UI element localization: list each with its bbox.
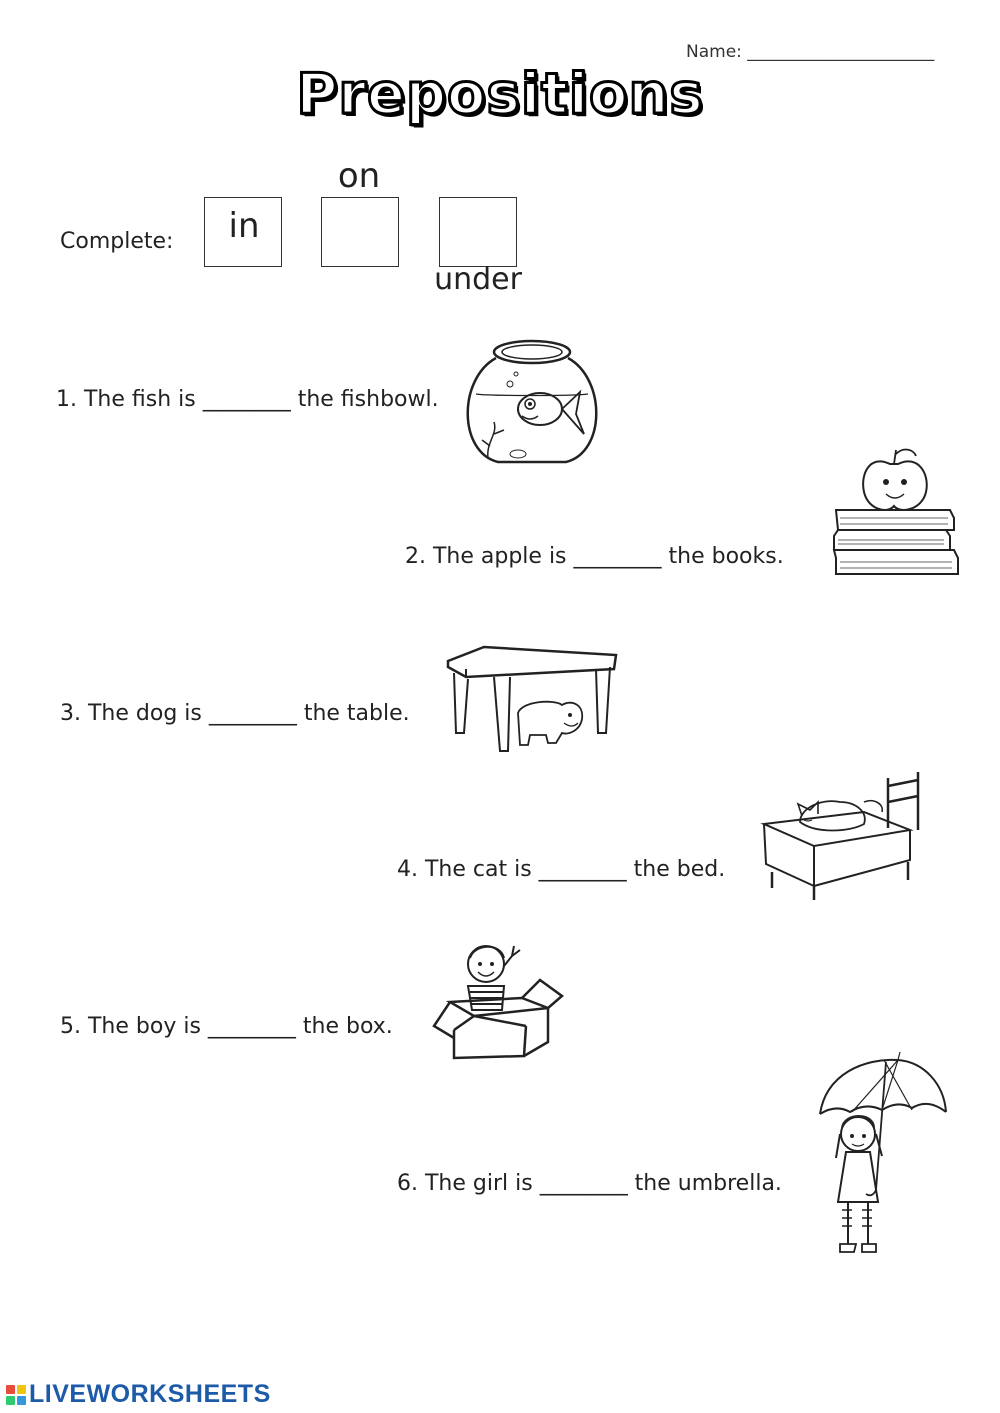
logo-tile xyxy=(6,1384,15,1394)
dog-under-table-icon xyxy=(446,645,618,752)
word-box-on[interactable] xyxy=(321,197,399,267)
logo-tile xyxy=(17,1384,26,1394)
logo-mark-icon xyxy=(6,1384,26,1405)
apple-on-books-icon xyxy=(832,448,959,575)
word-in: in xyxy=(228,206,260,246)
brand-name: LIVEWORKSHEETS xyxy=(29,1380,271,1408)
exercise-4-sentence: 4. The cat is ________ the bed. xyxy=(397,857,726,882)
boy-in-box-icon xyxy=(432,945,565,1060)
exercise-6-sentence: 6. The girl is ________ the umbrella. xyxy=(397,1171,782,1196)
fishbowl-icon xyxy=(466,339,598,464)
word-box-in[interactable]: in xyxy=(204,197,282,267)
logo-tile xyxy=(6,1395,15,1405)
exercise-3-sentence: 3. The dog is ________ the table. xyxy=(60,701,410,726)
page-title: Prepositions xyxy=(295,61,704,129)
exercise-1-sentence: 1. The fish is ________ the fishbowl. xyxy=(56,387,439,412)
exercise-5-sentence: 5. The boy is ________ the box. xyxy=(60,1014,393,1039)
word-under: under xyxy=(434,262,522,297)
complete-label: Complete: xyxy=(60,229,174,254)
logo-tile xyxy=(17,1395,26,1405)
cat-on-bed-icon xyxy=(760,772,920,900)
girl-under-umbrella-icon xyxy=(819,1051,947,1253)
liveworksheets-logo[interactable]: LIVEWORKSHEETS xyxy=(6,1380,271,1409)
word-box-under[interactable] xyxy=(439,197,517,267)
exercise-2-sentence: 2. The apple is ________ the books. xyxy=(405,544,784,569)
name-field[interactable]: Name: ______________________ xyxy=(686,42,935,62)
word-on: on xyxy=(337,156,381,196)
